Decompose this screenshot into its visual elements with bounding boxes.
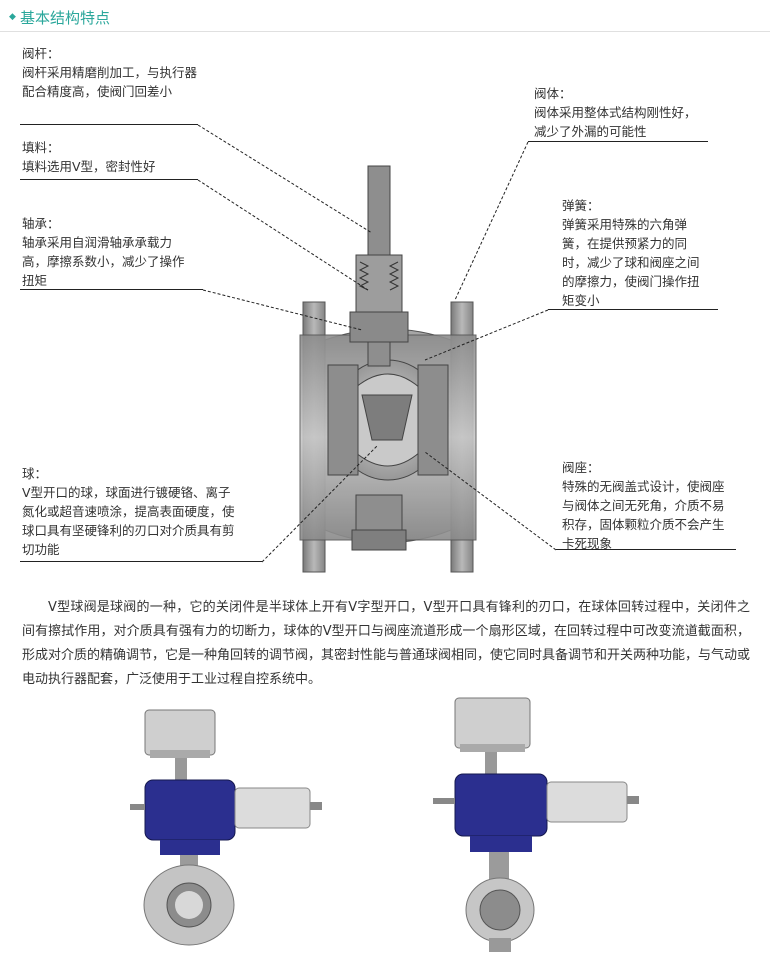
note-body-underline xyxy=(528,141,708,142)
note-packing-title: 填料： xyxy=(22,140,60,155)
note-bearing-title: 轴承： xyxy=(22,216,60,231)
note-body: 阀体： 阀体采用整体式结构刚性好，减少了外漏的可能性 xyxy=(534,84,704,141)
section-title: 基本结构特点 xyxy=(20,9,111,27)
product-photo-wafer-valve xyxy=(433,697,639,952)
header-divider xyxy=(0,31,770,32)
valve-stem-shape xyxy=(349,165,409,551)
note-bearing-underline xyxy=(20,289,203,290)
note-ball-body: V型开口的球，球面进行镀硬铬、离子氮化或超音速喷涂，提高表面硬度，使球口具有坚硬… xyxy=(22,485,235,557)
valve-cross-section-drawing xyxy=(197,124,557,573)
note-stem-title: 阀杆： xyxy=(22,46,60,61)
note-spring: 弹簧： 弹簧采用特殊的六角弹簧，在提供预紧力的同时，减少了球和阀座之间的摩擦力，… xyxy=(562,196,702,310)
note-stem-body: 阀杆采用精磨削加工，与执行器配合精度高，使阀门回差小 xyxy=(22,65,198,99)
note-spring-title: 弹簧： xyxy=(562,198,600,213)
note-seat-underline xyxy=(556,549,736,550)
note-bearing-body: 轴承采用自润滑轴承承载力高，摩擦系数小，减少了操作扭矩 xyxy=(22,235,185,288)
description-paragraph: V型球阀是球阀的一种，它的关闭件是半球体上开有V字型开口，V型开口具有锋利的刃口… xyxy=(22,600,751,687)
note-packing: 填料： 填料选用V型，密封性好 xyxy=(22,138,207,176)
note-ball-title: 球： xyxy=(22,466,48,481)
note-spring-body: 弹簧采用特殊的六角弹簧，在提供预紧力的同时，减少了球和阀座之间的摩擦力，使阀门操… xyxy=(562,217,700,308)
section-header: ◆ 基本结构特点 xyxy=(0,0,770,34)
diamond-bullet-icon: ◆ xyxy=(9,12,16,22)
note-stem: 阀杆： 阀杆采用精磨削加工，与执行器配合精度高，使阀门回差小 xyxy=(22,44,207,101)
note-stem-underline xyxy=(20,124,198,125)
note-packing-body: 填料选用V型，密封性好 xyxy=(22,159,156,174)
note-seat: 阀座： 特殊的无阀盖式设计，使阀座与阀体之间无死角，介质不易积存，固体颗粒介质不… xyxy=(562,458,727,553)
note-body-body: 阀体采用整体式结构刚性好，减少了外漏的可能性 xyxy=(534,105,697,139)
note-seat-title: 阀座： xyxy=(562,460,600,475)
note-seat-body: 特殊的无阀盖式设计，使阀座与阀体之间无死角，介质不易积存，固体颗粒介质不会产生卡… xyxy=(562,479,725,551)
note-bearing: 轴承： 轴承采用自润滑轴承承载力高，摩擦系数小，减少了操作扭矩 xyxy=(22,214,194,290)
note-body-title: 阀体： xyxy=(534,86,572,101)
note-packing-underline xyxy=(20,179,198,180)
leader-lines xyxy=(197,124,557,563)
note-ball-underline xyxy=(20,561,262,562)
note-ball: 球： V型开口的球，球面进行镀硬铬、离子氮化或超音速喷涂，提高表面硬度，使球口具… xyxy=(22,464,237,559)
product-photo-flanged-valve xyxy=(130,709,322,946)
note-spring-underline xyxy=(548,309,718,310)
